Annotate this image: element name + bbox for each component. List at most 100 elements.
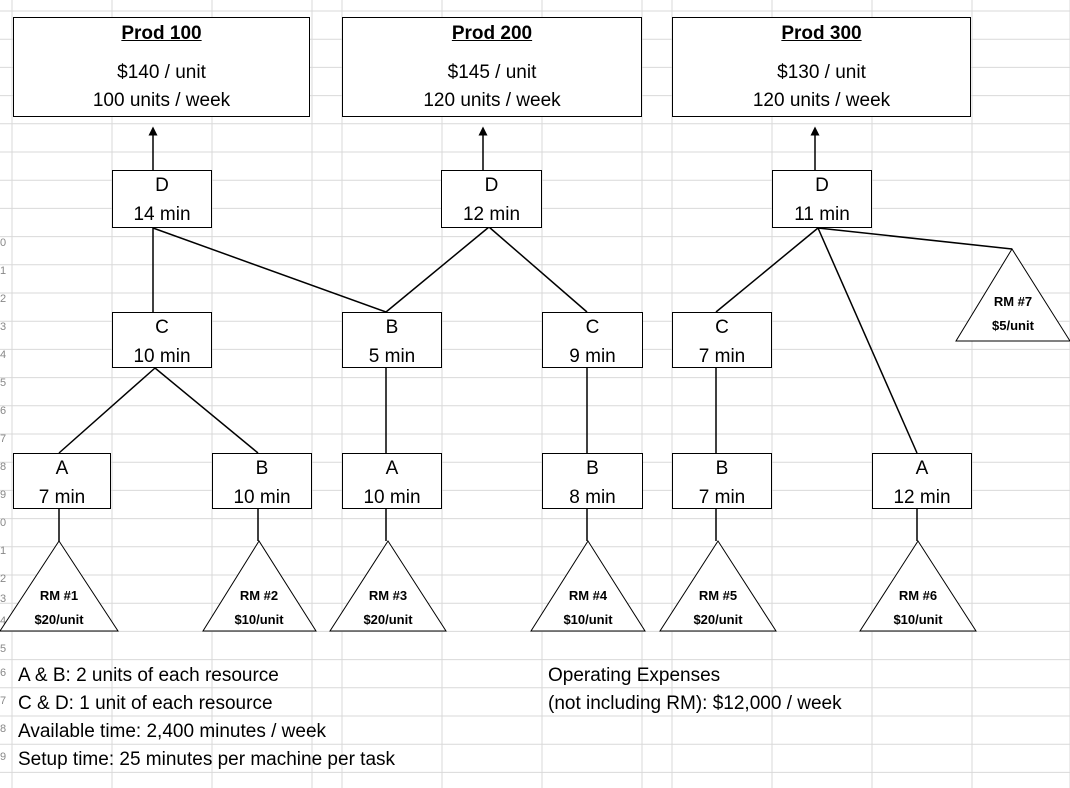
raw-material-label: RM #4 $10/unit — [538, 588, 638, 627]
product-demand: 100 units / week — [92, 90, 231, 111]
row-number: 2 — [0, 293, 7, 305]
row-number: 2 — [0, 573, 7, 585]
operation-time: 10 min — [133, 346, 191, 367]
row-number: 4 — [0, 349, 7, 361]
raw-material-label: RM #1 $20/unit — [9, 588, 109, 627]
product-price: $140 / unit — [117, 62, 206, 83]
operation-resource: B — [586, 458, 599, 479]
operation-time: 7 min — [698, 346, 746, 367]
rm6-triangle — [859, 540, 977, 632]
row-number: 3 — [0, 593, 7, 605]
row-number: 1 — [0, 545, 7, 557]
product-title: Prod 200 — [451, 23, 533, 44]
product-box-prod-200: Prod 200 $145 / unit 120 units / week — [342, 17, 642, 117]
operation-time: 10 min — [363, 487, 421, 508]
product-box-prod-300: Prod 300 $130 / unit 120 units / week — [672, 17, 971, 117]
row-number: 6 — [0, 667, 7, 679]
note-resources-ab: A & B: 2 units of each resource — [18, 665, 279, 686]
raw-material-cost: $10/unit — [234, 612, 284, 627]
row-number: 7 — [0, 695, 7, 707]
row-number: 7 — [0, 433, 7, 445]
raw-material-cost: $20/unit — [693, 612, 743, 627]
row-number: 5 — [0, 377, 7, 389]
rm1-triangle — [0, 540, 119, 632]
operation-time: 14 min — [133, 204, 191, 225]
raw-material-name: RM #5 — [698, 588, 738, 603]
raw-material-name: RM #4 — [568, 588, 608, 603]
operation-resource: B — [255, 458, 269, 479]
row-number: 6 — [0, 405, 7, 417]
operation-box: C 7 min — [672, 312, 772, 368]
rm4-triangle — [530, 540, 646, 632]
raw-material-label: RM #3 $20/unit — [338, 588, 438, 627]
product-demand: 120 units / week — [423, 90, 561, 111]
row-number: 8 — [0, 723, 7, 735]
operation-time: 5 min — [368, 346, 416, 367]
operation-time: 8 min — [569, 487, 616, 508]
link-d12-c9 — [488, 226, 588, 313]
row-number: 5 — [0, 643, 7, 655]
product-price: $130 / unit — [777, 62, 866, 83]
raw-material-cost: $10/unit — [893, 612, 943, 627]
link-d14-b5 — [152, 227, 387, 313]
row-number: 8 — [0, 461, 7, 473]
raw-material-name: RM #6 — [898, 588, 938, 603]
operation-resource: D — [484, 175, 499, 196]
note-opex-title: Operating Expenses — [548, 665, 721, 686]
raw-material-cost: $10/unit — [563, 612, 613, 627]
operation-resource: B — [385, 317, 399, 338]
operation-box: A 10 min — [342, 453, 442, 509]
raw-material-label: RM #7 $5/unit — [963, 294, 1063, 333]
operation-box: A 12 min — [872, 453, 972, 509]
operation-time: 12 min — [893, 487, 951, 508]
operation-time: 12 min — [462, 204, 521, 225]
raw-material-label: RM #2 $10/unit — [209, 588, 309, 627]
row-number: 0 — [0, 237, 7, 249]
row-number: 3 — [0, 321, 7, 333]
operation-time: 7 min — [698, 487, 746, 508]
row-number: 0 — [0, 517, 7, 529]
operation-box: D 14 min — [112, 170, 212, 228]
product-demand: 120 units / week — [752, 90, 891, 111]
operation-resource: A — [55, 458, 69, 479]
operation-box: B 5 min — [342, 312, 442, 368]
link-d11-rm7 — [817, 227, 1013, 250]
raw-material-cost: $20/unit — [363, 612, 413, 627]
operation-resource: C — [585, 317, 600, 338]
rm5-triangle — [659, 540, 777, 632]
row-number: 9 — [0, 489, 7, 501]
operation-box: B 8 min — [542, 453, 643, 509]
operation-resource: D — [815, 175, 829, 196]
raw-material-label: RM #5 $20/unit — [668, 588, 768, 627]
raw-material-name: RM #3 — [368, 588, 408, 603]
raw-material-cost: $20/unit — [34, 612, 84, 627]
raw-material-name: RM #7 — [993, 294, 1033, 309]
rm7-triangle — [955, 248, 1070, 342]
operation-time: 7 min — [38, 487, 86, 508]
operation-box: A 7 min — [13, 453, 111, 509]
note-resources-cd: C & D: 1 unit of each resource — [18, 693, 273, 714]
product-title: Prod 100 — [121, 23, 202, 44]
operation-time: 10 min — [233, 487, 291, 508]
operation-resource: C — [155, 317, 169, 338]
operation-box: D 11 min — [772, 170, 872, 228]
note-opex-amount: (not including RM): $12,000 / week — [548, 693, 842, 714]
operation-resource: C — [715, 317, 729, 338]
product-price: $145 / unit — [447, 62, 537, 83]
operation-box: D 12 min — [441, 170, 542, 228]
link-c10-a7 — [58, 367, 156, 454]
link-c10-b10 — [154, 367, 259, 454]
note-available-time: Available time: 2,400 minutes / week — [18, 721, 327, 742]
row-number: 9 — [0, 751, 7, 763]
operation-box: C 10 min — [112, 312, 212, 368]
note-setup-time: Setup time: 25 minutes per machine per t… — [18, 749, 396, 770]
operation-box: C 9 min — [542, 312, 643, 368]
operation-box: B 10 min — [212, 453, 312, 509]
operation-box: B 7 min — [672, 453, 772, 509]
link-d11-c7 — [715, 227, 819, 313]
raw-material-cost: $5/unit — [992, 318, 1034, 333]
link-d12-b5 — [385, 226, 490, 313]
operation-resource: A — [385, 458, 399, 479]
row-number: 1 — [0, 265, 7, 277]
product-title: Prod 300 — [781, 23, 862, 44]
